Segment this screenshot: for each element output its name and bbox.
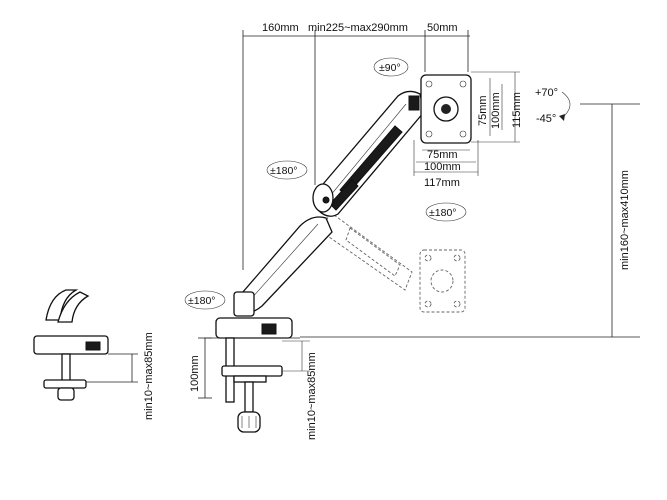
svg-text:±90°: ±90°	[379, 62, 401, 74]
plate-height-label: 115mm	[511, 92, 523, 128]
tilt-arrow-icon	[561, 91, 571, 119]
top-dimension-lines	[242, 30, 470, 270]
side-view-clamp	[33, 289, 138, 401]
ghost-mount-plate	[419, 249, 466, 313]
pole	[233, 291, 255, 317]
tilt-down-label: -45°	[536, 113, 556, 125]
rotation-badge-ghost: ±180°	[425, 202, 467, 222]
elbow-joint	[312, 183, 334, 213]
tilt-arrowhead-icon	[559, 114, 565, 121]
pole-height-label: 100mm	[189, 355, 201, 392]
plate-width-label: 117mm	[424, 177, 460, 189]
vesa-dimension-lines	[413, 71, 520, 176]
rotation-badge-middle: ±180°	[266, 160, 308, 180]
upper-arm	[317, 90, 425, 217]
tilt-up-label: +70°	[535, 87, 558, 99]
clamp-dimension-lines	[282, 340, 310, 372]
offset-width-label: 160mm	[262, 22, 299, 34]
vesa-100-horizontal-label: 100mm	[424, 161, 461, 173]
base-clamp	[198, 317, 300, 433]
rotation-badge-plate: ±90°	[373, 57, 409, 77]
clamp-range-side-label: min10~max85mm	[143, 332, 155, 420]
rotation-badge-lower: ±180°	[184, 290, 226, 310]
vesa-mount-plate	[408, 74, 472, 144]
height-dimension-lines	[300, 103, 640, 338]
arm-length-label: min225~max290mm	[308, 22, 408, 34]
svg-text:±180°: ±180°	[429, 207, 456, 219]
svg-text:±180°: ±180°	[188, 295, 215, 307]
vesa-100-vertical-label: 100mm	[490, 92, 502, 129]
ghost-arm	[321, 211, 413, 291]
clamp-range-front-label: min10~max85mm	[306, 352, 318, 440]
vesa-75-horizontal-label: 75mm	[427, 149, 458, 161]
height-range-label: min160~max410mm	[619, 170, 631, 270]
vesa-75-vertical-label: 75mm	[477, 95, 489, 126]
vesa-offset-label: 50mm	[427, 22, 458, 34]
svg-text:±180°: ±180°	[270, 165, 297, 177]
